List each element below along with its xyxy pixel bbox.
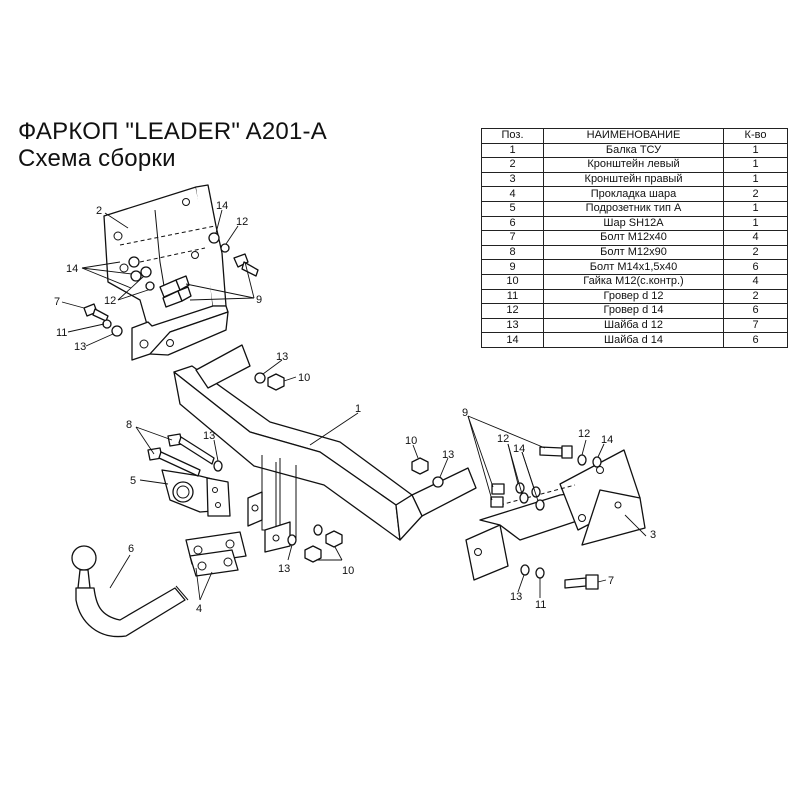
ball-spacers (185, 531, 247, 577)
callout-part-14: 14 (513, 443, 525, 455)
callout-part-4: 4 (196, 603, 202, 615)
callout-part-14: 14 (66, 263, 78, 275)
callout-part-5: 5 (130, 475, 136, 487)
leader-lines (61, 209, 647, 601)
callout-part-11: 11 (535, 599, 546, 611)
parts-cell-qty: 6 (723, 303, 788, 319)
main-beam (173, 344, 477, 553)
parts-cell-pos: 14 (481, 332, 544, 348)
callout-part-12: 12 (497, 433, 509, 445)
callout-part-7: 7 (54, 296, 60, 308)
callout-part-13: 13 (276, 351, 288, 363)
callout-part-11: 11 (56, 327, 67, 339)
callout-part-3: 3 (650, 529, 656, 541)
callout-part-13: 13 (510, 591, 522, 603)
callout-part-6: 6 (128, 543, 134, 555)
callout-part-12: 12 (578, 428, 590, 440)
title-line-product: ФАРКОП "LEADER" A201-A (18, 118, 327, 145)
left-bracket-fasteners (83, 232, 259, 337)
parts-cell-qty: 6 (723, 332, 788, 348)
callout-part-13: 13 (74, 341, 86, 353)
callout-part-13: 13 (442, 449, 454, 461)
callout-part-14: 14 (601, 434, 613, 446)
parts-cell-name: Шайба d 14 (543, 332, 724, 348)
socket-plate (161, 469, 231, 517)
bolts-m12x90 (147, 433, 223, 477)
callout-part-12: 12 (104, 295, 116, 307)
callout-part-13: 13 (278, 563, 290, 575)
callout-part-1: 1 (355, 403, 361, 415)
callout-part-7: 7 (608, 575, 614, 587)
callout-part-12: 12 (236, 216, 248, 228)
callout-part-14: 14 (216, 200, 228, 212)
callout-part-2: 2 (96, 205, 102, 217)
callout-part-9: 9 (256, 294, 262, 306)
callout-part-10: 10 (298, 372, 310, 384)
callout-part-10: 10 (405, 435, 417, 447)
callout-part-8: 8 (126, 419, 132, 431)
right-bracket-fasteners (490, 445, 602, 590)
callout-part-10: 10 (342, 565, 354, 577)
right-bracket (465, 449, 646, 581)
callout-labels: 2 14 12 14 12 9 7 11 13 13 10 1 8 13 5 6… (54, 200, 656, 615)
callout-part-9: 9 (462, 407, 468, 419)
diagram-title: ФАРКОП "LEADER" A201-A Схема сборки (18, 118, 327, 172)
tow-ball (71, 545, 189, 638)
callout-part-13: 13 (203, 430, 215, 442)
title-line-subtitle: Схема сборки (18, 145, 176, 172)
